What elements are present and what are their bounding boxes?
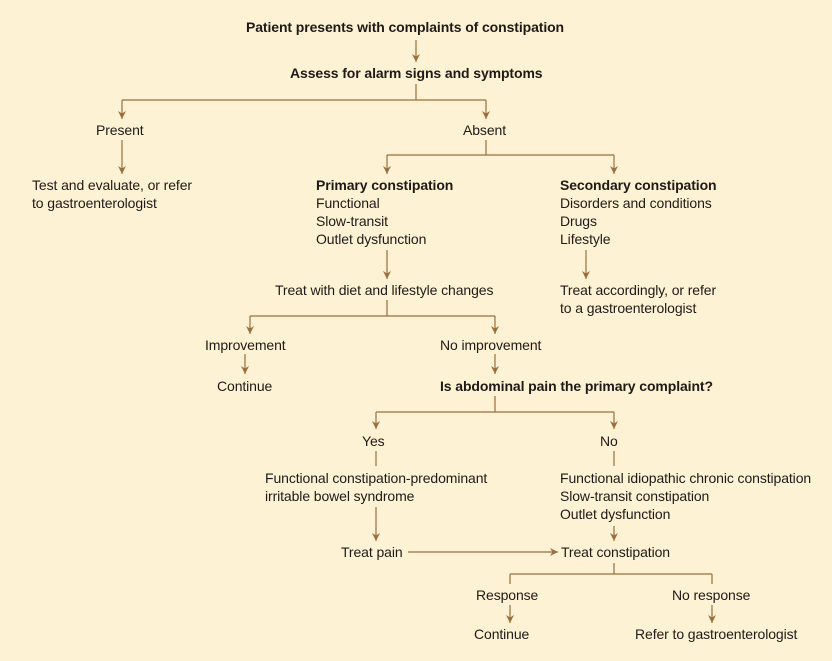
treat-accordingly-line-1: Treat accordingly, or refer <box>560 282 717 298</box>
idiopathic-line: Functional idiopathic chronic constipati… <box>560 470 812 486</box>
improvement-node: Improvement <box>205 337 286 353</box>
treat-diet-node: Treat with diet and lifestyle changes <box>275 282 494 298</box>
primary-title: Primary constipation <box>316 177 454 193</box>
connector-treatconst-split <box>510 563 712 575</box>
connector-assess-split <box>122 84 486 101</box>
ibs-line-2: irritable bowel syndrome <box>265 488 415 504</box>
secondary-title: Secondary constipation <box>560 177 717 193</box>
continue-node-1: Continue <box>217 378 273 394</box>
absent-node: Absent <box>463 122 506 138</box>
primary-item: Functional <box>316 195 380 211</box>
ibs-line-1: Functional constipation-predominant <box>265 470 488 486</box>
secondary-item: Drugs <box>560 213 597 229</box>
primary-constipation-node: Primary constipation Functional Slow-tra… <box>316 176 453 248</box>
treat-accordingly-node: Treat accordingly, or refer to a gastroe… <box>560 281 716 317</box>
secondary-item: Disorders and conditions <box>560 195 712 211</box>
continue-node-2: Continue <box>474 626 530 642</box>
idiopathic-line: Outlet dysfunction <box>560 506 671 522</box>
test-refer-node: Test and evaluate, or refer to gastroent… <box>32 176 192 212</box>
test-refer-line-2: to gastroenterologist <box>32 195 157 211</box>
primary-item: Slow-transit <box>316 213 388 229</box>
test-refer-line-1: Test and evaluate, or refer <box>32 177 192 193</box>
treat-accordingly-line-2: to a gastroenterologist <box>560 300 697 316</box>
start-node: Patient presents with complaints of cons… <box>246 19 565 35</box>
secondary-item: Lifestyle <box>560 231 611 247</box>
present-node: Present <box>96 122 144 138</box>
response-node: Response <box>476 587 539 603</box>
pain-question-node: Is abdominal pain the primary complaint? <box>440 378 713 394</box>
primary-item: Outlet dysfunction <box>316 231 427 247</box>
connector-absent-split <box>387 140 614 156</box>
no-node: No <box>600 433 618 449</box>
refer-gi-node: Refer to gastroenterologist <box>635 626 798 642</box>
treat-pain-node: Treat pain <box>341 544 403 560</box>
secondary-constipation-node: Secondary constipation Disorders and con… <box>560 176 717 248</box>
yes-node: Yes <box>362 433 385 449</box>
idiopathic-node: Functional idiopathic chronic constipati… <box>560 469 811 523</box>
assess-node: Assess for alarm signs and symptoms <box>290 65 543 81</box>
no-improvement-node: No improvement <box>440 337 542 353</box>
ibs-node: Functional constipation-predominant irri… <box>265 469 487 505</box>
idiopathic-line: Slow-transit constipation <box>560 488 710 504</box>
connector-diet-split <box>250 300 495 317</box>
treat-constipation-node: Treat constipation <box>561 544 670 560</box>
no-response-node: No response <box>672 587 751 603</box>
connector-question-split <box>376 396 614 413</box>
